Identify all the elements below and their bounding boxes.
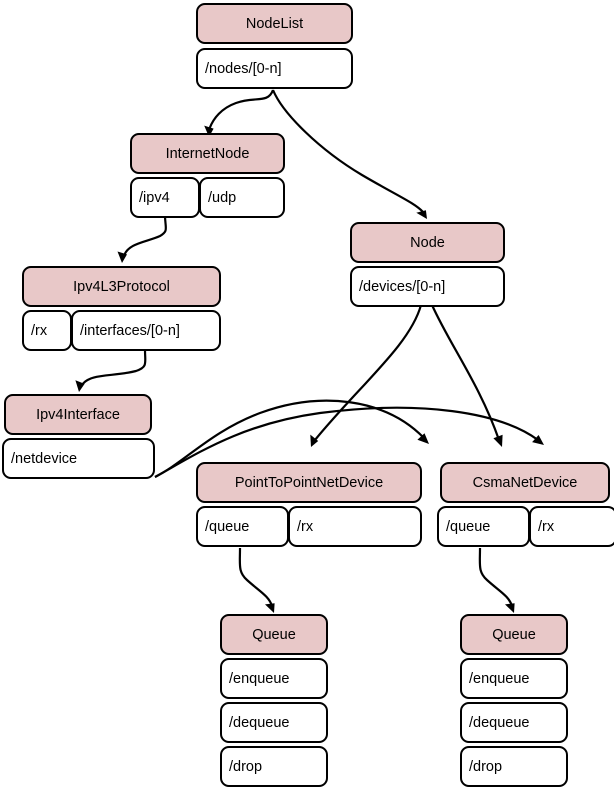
edge-nodelist-node: [271, 89, 424, 213]
node-queue-right-slot-drop[interactable]: /drop: [460, 746, 568, 787]
node-nodelist-slot-nodes[interactable]: /nodes/[0-n]: [196, 48, 353, 89]
edge-interfaces-ipv4interface: [81, 349, 147, 386]
node-internetnode-slot-udp[interactable]: /udp: [199, 177, 285, 218]
node-queue-right-header: Queue: [460, 614, 568, 655]
node-pointtopointnetdevice-header: PointToPointNetDevice: [196, 462, 422, 503]
node-ipv4interface-header: Ipv4Interface: [4, 394, 152, 435]
arrowhead-p2p-from-devices: [310, 434, 319, 447]
edge-nodelist-internetnode: [207, 89, 275, 131]
node-ipv4interface-slot-netdevice[interactable]: /netdevice: [2, 438, 155, 479]
node-ipv4l3protocol-header: Ipv4L3Protocol: [22, 266, 221, 307]
arrowhead-ipv4l3protocol: [117, 251, 127, 263]
edge-devices-csma: [430, 304, 501, 441]
node-ipv4l3protocol-slot-rx[interactable]: /rx: [22, 310, 72, 351]
node-csmanetdevice-header: CsmaNetDevice: [440, 462, 610, 503]
node-internetnode-slot-ipv4[interactable]: /ipv4: [130, 177, 200, 218]
arrowhead-csma-from-devices: [493, 434, 503, 447]
node-queue-right-slot-dequeue[interactable]: /dequeue: [460, 702, 568, 743]
node-node-header: Node: [350, 222, 505, 263]
arrowhead-queue-left: [265, 603, 275, 613]
node-ipv4l3protocol-slot-interfaces[interactable]: /interfaces/[0-n]: [71, 310, 221, 351]
node-pointtopointnetdevice-slot-queue[interactable]: /queue: [196, 506, 289, 547]
node-node-slot-devices[interactable]: /devices/[0-n]: [350, 266, 505, 307]
node-queue-left-header: Queue: [220, 614, 328, 655]
edge-csmaqueue-queueright: [478, 547, 514, 607]
node-queue-right-slot-enqueue[interactable]: /enqueue: [460, 658, 568, 699]
node-internetnode-header: InternetNode: [130, 133, 285, 174]
node-queue-left-slot-enqueue[interactable]: /enqueue: [220, 658, 328, 699]
edge-devices-p2p: [314, 304, 423, 441]
node-csmanetdevice-slot-queue[interactable]: /queue: [437, 506, 530, 547]
node-queue-left-slot-drop[interactable]: /drop: [220, 746, 328, 787]
arrowhead-p2p-from-netdevice: [417, 433, 429, 444]
node-nodelist-header: NodeList: [196, 3, 353, 44]
edge-ipv4-ipv4l3protocol: [122, 214, 167, 257]
arrowhead-node: [416, 210, 427, 219]
edge-p2pqueue-queueleft: [238, 547, 274, 607]
node-csmanetdevice-slot-rx[interactable]: /rx: [529, 506, 614, 547]
arrowhead-csma-from-netdevice: [532, 435, 544, 445]
node-queue-left-slot-dequeue[interactable]: /dequeue: [220, 702, 328, 743]
arrowhead-ipv4interface: [75, 380, 85, 392]
arrowhead-queue-right: [505, 603, 515, 613]
node-pointtopointnetdevice-slot-rx[interactable]: /rx: [288, 506, 422, 547]
